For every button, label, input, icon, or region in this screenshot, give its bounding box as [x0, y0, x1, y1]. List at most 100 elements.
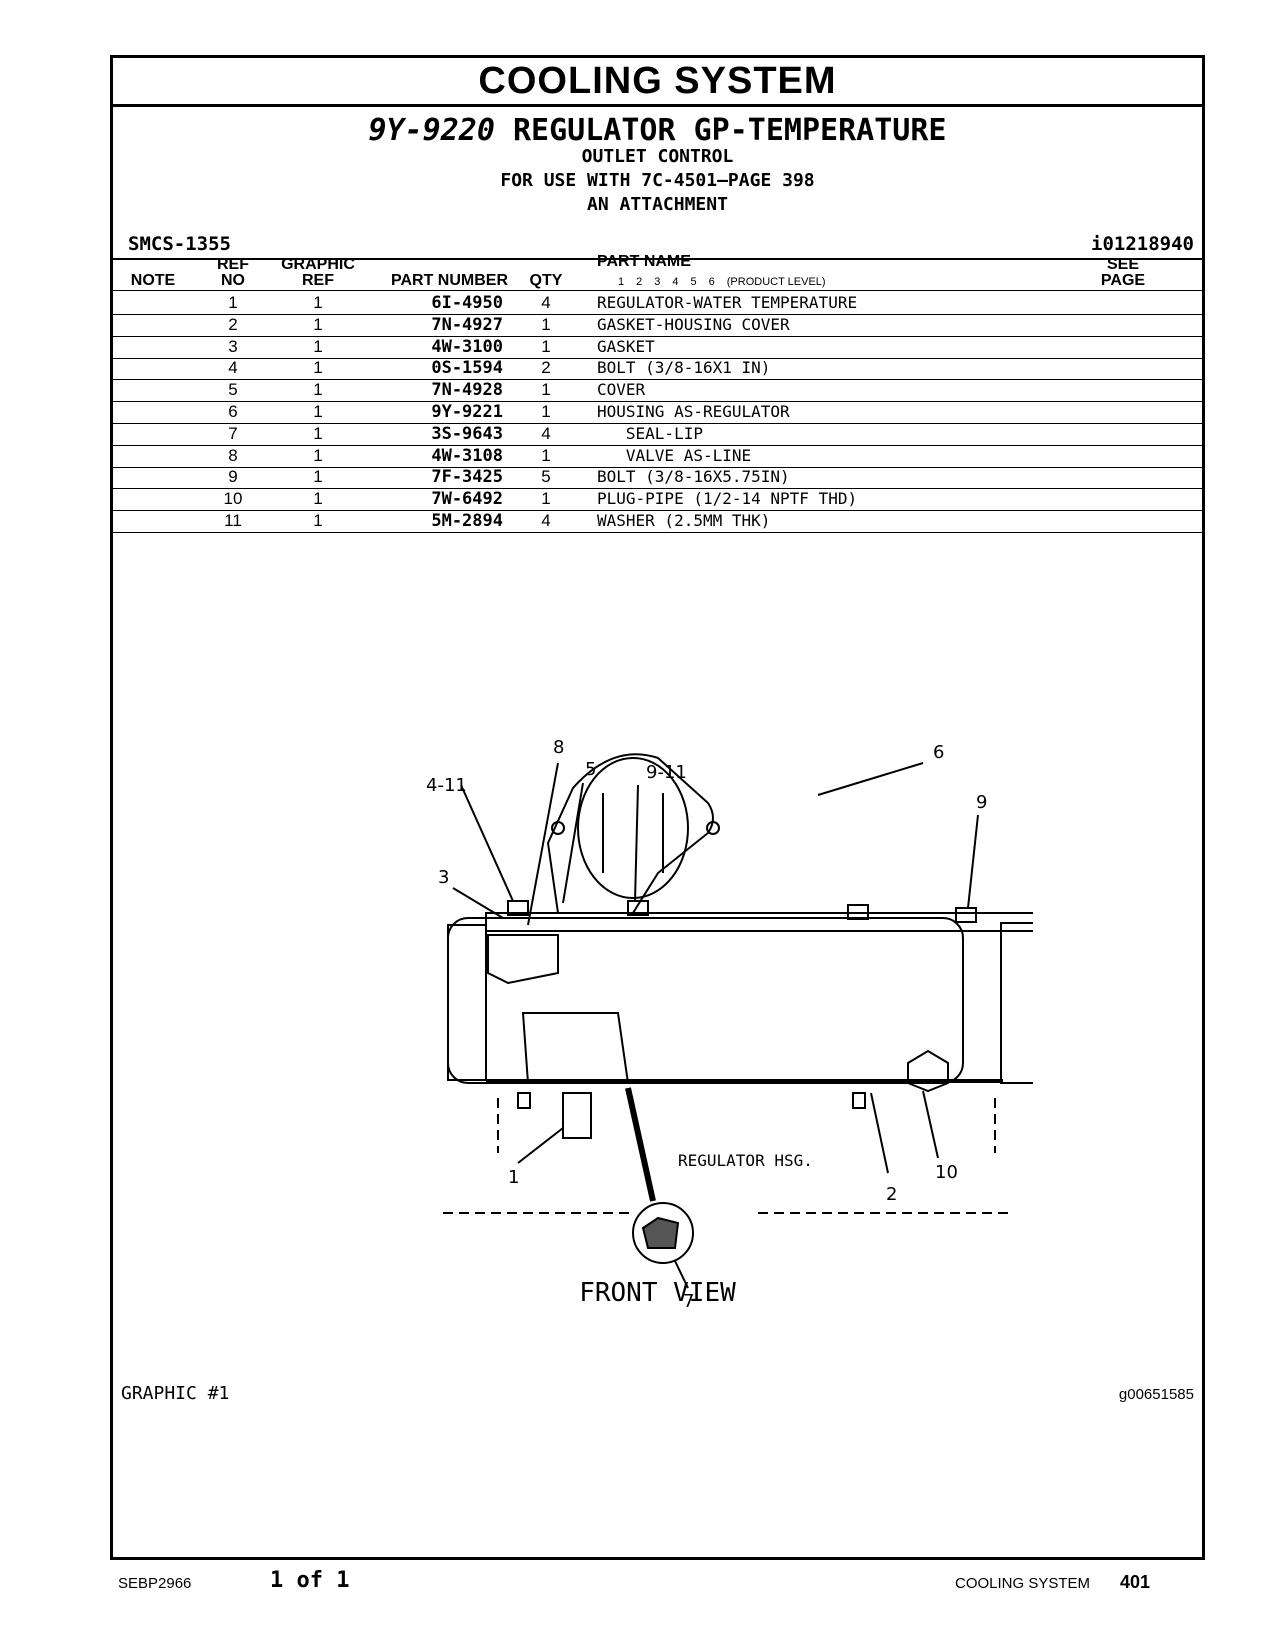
- table-row: 10 1 7W-6492 1 PLUG-PIPE (1/2-14 NPTF THD): [113, 488, 1202, 512]
- part-number: 7N-4928: [431, 380, 503, 401]
- part-name: BOLT (3/8-16X5.75IN): [597, 467, 790, 487]
- parts-illustration: 8 5 4-11 9-11 6 9 3 1 2 10 7 REGULATOR H…: [426, 737, 1033, 1312]
- footer-document-number: SEBP2966: [118, 1575, 192, 1592]
- flange-bolt-hole: [706, 821, 720, 835]
- graphic-ref: 1: [313, 380, 323, 400]
- valve-cutaway: [487, 934, 559, 985]
- ref-no: 4: [228, 358, 238, 378]
- part-number: 7W-6492: [431, 489, 503, 510]
- callout-9: 9: [976, 792, 987, 813]
- cover-window: [521, 1012, 630, 1084]
- level-1: 1: [618, 276, 625, 288]
- top-bolt: [955, 907, 977, 923]
- col-see-top: SEE: [1106, 256, 1139, 273]
- col-note: NOTE: [130, 272, 176, 289]
- part-name: COVER: [597, 380, 646, 400]
- col-part-name: PART NAME: [597, 253, 691, 270]
- callout-3: 3: [438, 867, 449, 888]
- left-end-cap: [447, 924, 487, 1081]
- ref-no: 6: [228, 402, 238, 421]
- callout-9-11: 9-11: [646, 762, 687, 783]
- col-graphic-bottom: REF: [302, 272, 334, 289]
- callout-6: 6: [933, 742, 944, 763]
- col-part-number: PART NUMBER: [390, 272, 508, 289]
- subtitle-line-1: OUTLET CONTROL: [581, 146, 734, 167]
- part-number: 0S-1594: [431, 358, 503, 379]
- callout-8: 8: [553, 737, 564, 758]
- graphic-ref: 1: [313, 336, 323, 356]
- level-3: 3: [654, 276, 661, 288]
- part-name: REGULATOR-WATER TEMPERATURE: [597, 293, 858, 312]
- group-part-number: 9Y-9220: [368, 113, 495, 148]
- graphic-label: GRAPHIC #1: [121, 1383, 230, 1404]
- group-title: 9Y-9220 REGULATOR GP-TEMPERATURE: [113, 113, 1202, 148]
- part-name: WASHER (2.5MM THK): [597, 511, 771, 530]
- graphic-ref: 1: [313, 511, 323, 530]
- graphic-id: g00651585: [1118, 1386, 1194, 1403]
- part-number: 4W-3108: [431, 445, 503, 466]
- smcs-code: SMCS-1355: [128, 233, 231, 255]
- seal-detail: [632, 1202, 694, 1264]
- part-number: 6I-4950: [431, 293, 503, 313]
- top-bolt: [627, 900, 649, 916]
- ref-no: 7: [228, 423, 238, 443]
- levels-label: (PRODUCT LEVEL): [726, 276, 826, 288]
- quantity: 1: [541, 489, 551, 509]
- section-title: COOLING SYSTEM: [113, 58, 1202, 107]
- ref-no: 1: [228, 293, 238, 312]
- outlet-flange: [546, 753, 714, 914]
- top-bolt: [507, 900, 529, 916]
- footer-page-count: 1 of 1: [270, 1568, 350, 1593]
- level-4: 4: [672, 276, 679, 288]
- callout-5: 5: [585, 759, 596, 780]
- housing-label: REGULATOR HSG.: [678, 1151, 813, 1170]
- part-number: 5M-2894: [431, 511, 503, 531]
- quantity: 4: [541, 511, 551, 530]
- table-header-rule: [113, 290, 1202, 291]
- ref-no: 2: [228, 314, 238, 334]
- quantity: 1: [541, 402, 551, 421]
- quantity: 1: [541, 336, 551, 356]
- part-name: BOLT (3/8-16X1 IN): [597, 358, 771, 378]
- ref-no: 5: [228, 380, 238, 400]
- ref-no: 3: [228, 336, 238, 356]
- part-name: VALVE AS-LINE: [597, 445, 752, 465]
- table-top-rule: [113, 258, 1202, 260]
- graphic-ref: 1: [313, 358, 323, 378]
- part-number: 4W-3100: [431, 336, 503, 357]
- col-see-bottom: PAGE: [1100, 272, 1146, 289]
- part-number: 7F-3425: [431, 467, 503, 488]
- level-6: 6: [708, 276, 715, 288]
- col-qty: QTY: [529, 272, 563, 289]
- graphic-ref: 1: [313, 402, 323, 421]
- level-5: 5: [690, 276, 697, 288]
- quantity: 1: [541, 445, 551, 465]
- callout-4-11: 4-11: [426, 775, 467, 796]
- footer-section: COOLING SYSTEM: [955, 1575, 1091, 1592]
- ref-no: 9: [228, 467, 238, 487]
- top-bolt: [847, 904, 869, 920]
- subtitle-line-3: AN ATTACHMENT: [587, 194, 728, 215]
- part-name: PLUG-PIPE (1/2-14 NPTF THD): [597, 489, 858, 509]
- level-2: 2: [636, 276, 643, 288]
- graphic-ref: 1: [313, 467, 323, 487]
- subtitle-line-2: FOR USE WITH 7C-4501—PAGE 398: [500, 170, 815, 191]
- col-ref-bottom: NO: [221, 272, 245, 289]
- ref-no: 10: [223, 489, 243, 509]
- callout-1: 1: [508, 1167, 519, 1188]
- right-end-cap: [1000, 922, 1033, 1084]
- quantity: 1: [541, 380, 551, 400]
- ref-no: 8: [228, 445, 238, 465]
- outlet-bore: [577, 757, 689, 899]
- graphic-ref: 1: [313, 489, 323, 509]
- part-name: HOUSING AS-REGULATOR: [597, 402, 790, 421]
